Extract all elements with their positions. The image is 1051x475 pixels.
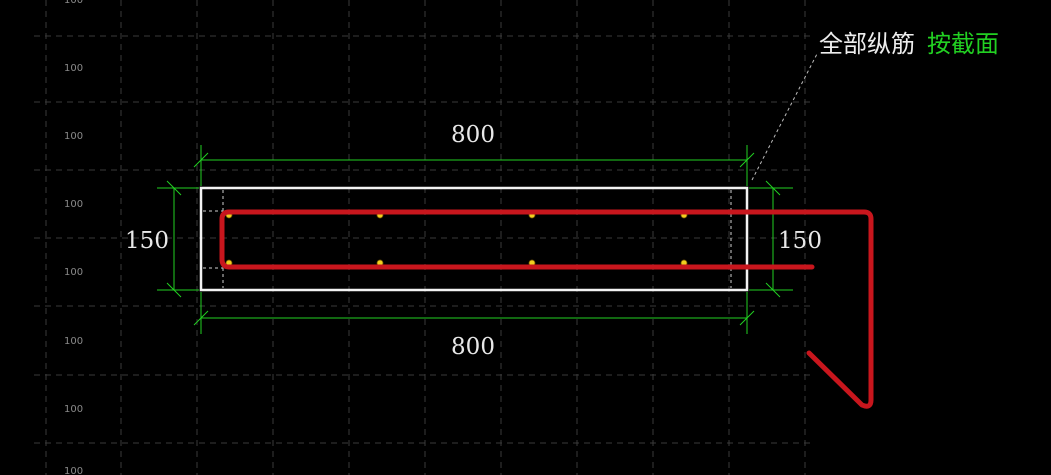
dimension-left[interactable]: 150	[125, 180, 199, 298]
annotation-leader-line	[751, 51, 819, 181]
rebar-points	[225, 211, 688, 267]
annotation-action[interactable]: 按截面	[927, 30, 999, 58]
grid-vertical-lines	[45, 0, 806, 475]
dimension-bottom[interactable]: 800	[193, 292, 755, 360]
annotation-text[interactable]: 全部纵筋按截面	[819, 30, 999, 58]
grid-label: 100	[64, 466, 83, 475]
grid-label: 100	[64, 404, 83, 415]
grid-label: 100	[64, 0, 83, 6]
grid-label: 100	[64, 336, 83, 347]
red-highlight-mark	[219, 209, 874, 409]
dimension-top[interactable]: 800	[193, 122, 755, 186]
dimension-left-text: 150	[125, 228, 169, 254]
dimension-bottom-text: 800	[451, 334, 495, 360]
section-outline[interactable]	[199, 186, 749, 292]
grid-labels: 100 100 100 100 100 100 100 100	[64, 0, 83, 475]
grid-label: 100	[64, 131, 83, 142]
dimension-right[interactable]: 150	[749, 180, 822, 298]
grid-horizontal-lines	[34, 35, 810, 444]
dimension-top-text: 800	[451, 122, 495, 148]
grid-label: 100	[64, 267, 83, 278]
dimension-right-text: 150	[778, 228, 822, 254]
grid-label: 100	[64, 63, 83, 74]
grid-label: 100	[64, 199, 83, 210]
annotation-label[interactable]: 全部纵筋	[819, 30, 915, 58]
